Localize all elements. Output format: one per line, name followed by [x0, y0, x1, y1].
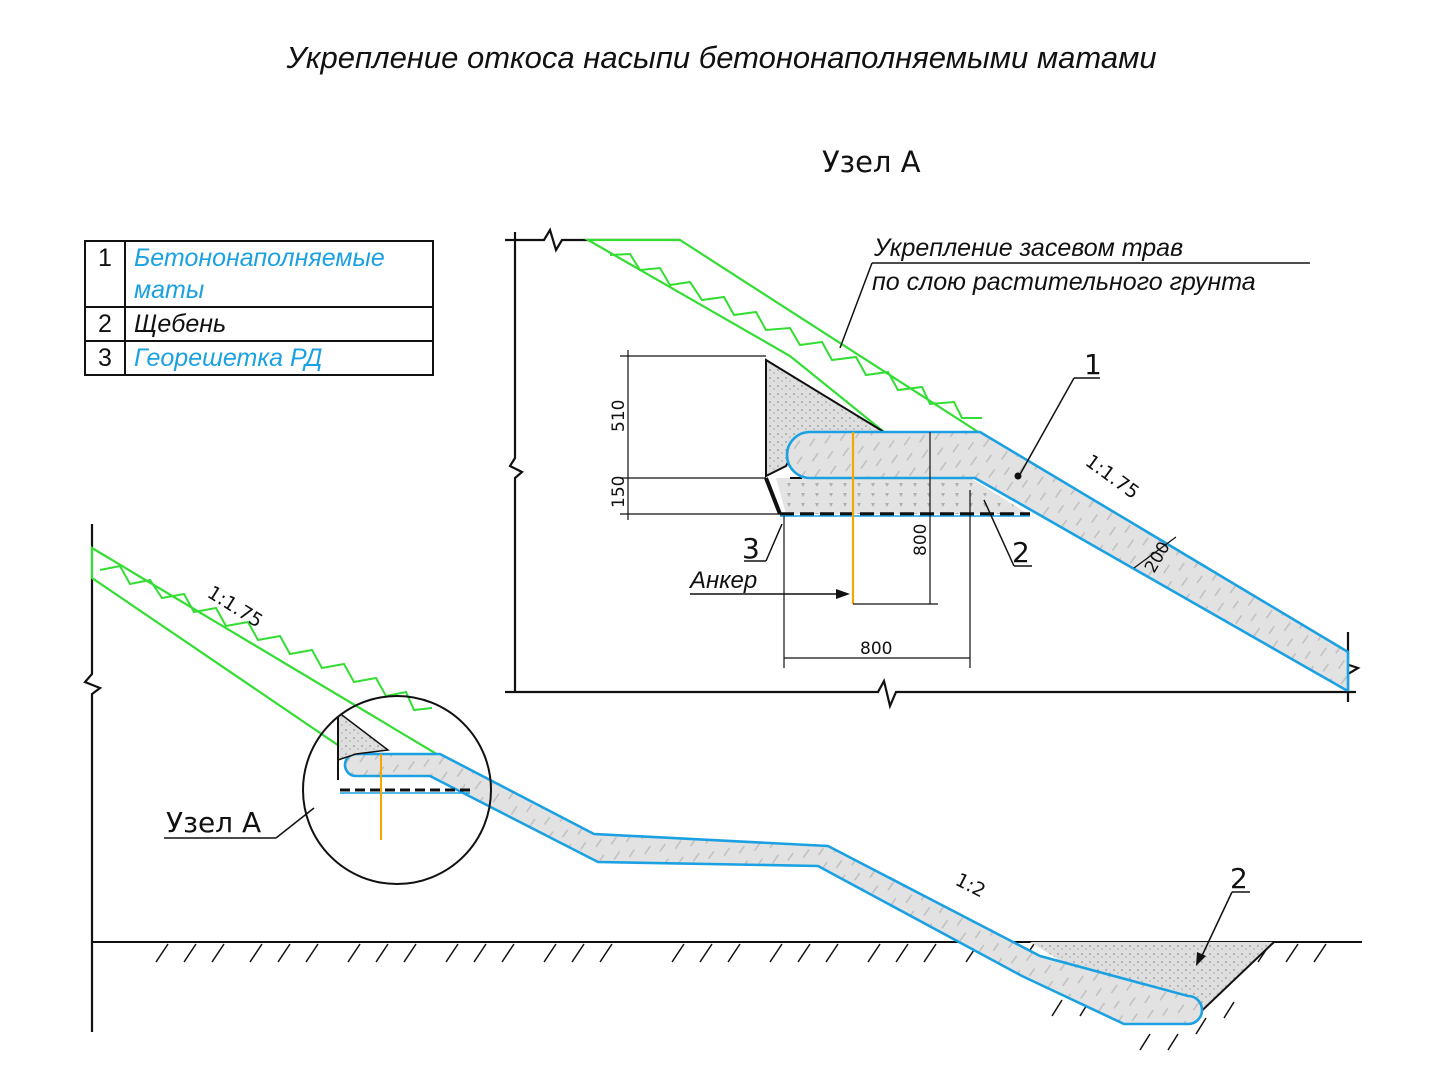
legend-name: Георешетка РД	[124, 340, 434, 376]
legend-row: 2 Щебень	[84, 306, 434, 342]
main-axis-left	[83, 524, 103, 1032]
grass-note-line1: Укрепление засевом трав	[873, 234, 1183, 262]
detail-frame-bottom	[505, 677, 1356, 710]
dim-800-horizontal: 800	[860, 639, 892, 659]
main-vegetation	[90, 546, 444, 758]
main-view: 1:1.75 1:2 Узел А 2	[83, 524, 1362, 1051]
legend-row: 1 Бетононаполняемые маты	[84, 240, 434, 308]
dim-800-vertical: 800	[911, 524, 931, 556]
legend-num: 2	[84, 306, 126, 342]
callout-3: 3	[742, 532, 760, 565]
main-leaders	[164, 807, 1250, 961]
main-concrete-mat	[343, 752, 1204, 1026]
vegetation-zigzag	[609, 252, 982, 419]
grass-note-line2: по слою растительного грунта	[872, 268, 1256, 296]
concrete-mat	[785, 430, 1350, 692]
ditch-gravel	[1030, 942, 1274, 1020]
anchor-arrow	[836, 589, 850, 599]
detail-slope-label: 1:1.75	[1081, 450, 1143, 504]
legend-num: 1	[84, 240, 126, 308]
anchor-label: Анкер	[688, 567, 757, 594]
detail-title: Узел А	[822, 145, 921, 179]
main-callout-2: 2	[1230, 862, 1248, 895]
legend-name: Щебень	[124, 306, 434, 342]
detail-view: Узел А	[505, 145, 1361, 710]
main-vegetation-zigzag	[99, 564, 433, 712]
legend-name: Бетононаполняемые маты	[124, 240, 434, 308]
main-arrow-2	[1196, 952, 1206, 966]
leaders	[690, 262, 1310, 595]
dim-510: 510	[609, 400, 629, 432]
detail-frame-left	[508, 232, 524, 692]
main-slope-bottom: 1:2	[952, 869, 989, 902]
legend-num: 3	[84, 340, 126, 376]
dimensions	[620, 350, 1177, 668]
callout-2-detail: 2	[1012, 536, 1030, 569]
main-node-label: Узел А	[166, 806, 261, 839]
gravel-base	[776, 478, 1028, 514]
callout-dot	[1014, 472, 1022, 480]
page-title: Укрепление откоса насыпи бетононаполняем…	[286, 40, 1157, 75]
node-circle-content	[337, 710, 470, 840]
legend-row: 3 Георешетка РД	[84, 340, 434, 376]
legend-table: 1 Бетононаполняемые маты 2 Щебень 3 Геор…	[84, 240, 434, 376]
dim-150: 150	[609, 476, 629, 508]
ditch-side	[1189, 941, 1275, 1023]
callout-1: 1	[1084, 348, 1102, 381]
geogrid-edge	[764, 477, 782, 515]
node-circle	[302, 695, 492, 885]
ground-hatches	[155, 943, 1327, 1051]
detail-frame-top	[505, 227, 680, 253]
